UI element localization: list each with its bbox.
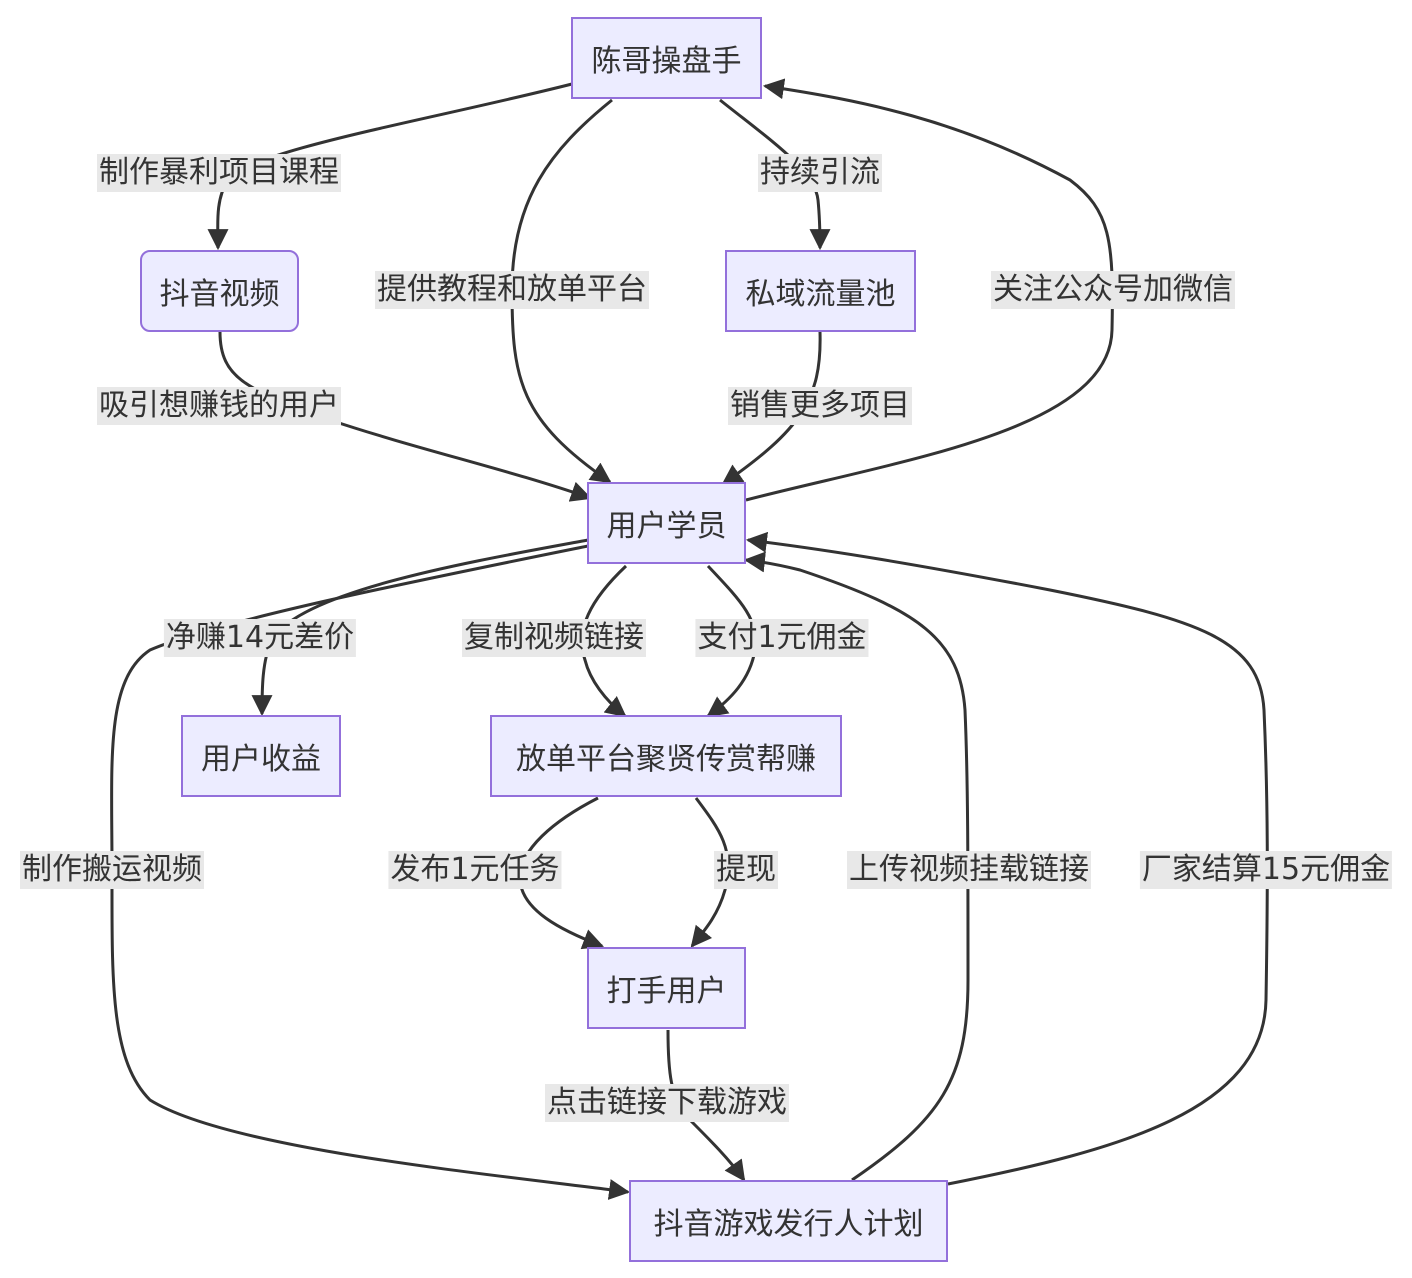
edge-label-publish-task: 发布1元任务	[388, 851, 562, 889]
edge-label-vendor-settle: 厂家结算15元佣金	[1139, 851, 1393, 889]
edge-label-net-profit: 净赚14元差价	[163, 619, 357, 657]
edge-withdraw	[690, 797, 730, 948]
node-chen: 陈哥操盘手	[571, 17, 762, 99]
edge-label-make-course: 制作暴利项目课程	[97, 154, 341, 192]
node-douyin-video-label: 抖音视频	[159, 277, 280, 312]
node-private-pool: 私域流量池	[725, 250, 916, 332]
edge-label-keep-traffic: 持续引流	[758, 154, 882, 192]
edge-label-click-download: 点击链接下载游戏	[545, 1084, 789, 1122]
node-chen-label: 陈哥操盘手	[591, 44, 742, 79]
node-worker-label: 打手用户	[606, 974, 727, 1009]
edge-vendor-settle	[745, 531, 1269, 1186]
edge-label-provide-tutorial: 提供教程和放单平台	[375, 271, 649, 309]
node-douyin-video: 抖音视频	[140, 250, 299, 332]
edge-label-copy-link: 复制视频链接	[462, 619, 646, 657]
edge-attract-users	[218, 331, 592, 502]
edge-label-attract-users: 吸引想赚钱的用户	[97, 387, 341, 425]
edge-upload-video	[743, 551, 970, 1182]
edge-label-follow-wechat: 关注公众号加微信	[991, 271, 1235, 309]
edge-copy-link	[580, 564, 628, 718]
edge-label-sell-more: 销售更多项目	[728, 387, 912, 425]
node-student: 用户学员	[587, 482, 746, 564]
node-platform: 放单平台聚贤传赏帮赚	[490, 715, 842, 797]
node-game-plan-label: 抖音游戏发行人计划	[653, 1207, 924, 1242]
edge-label-withdraw: 提现	[714, 851, 778, 889]
node-platform-label: 放单平台聚贤传赏帮赚	[516, 742, 816, 777]
edge-follow-wechat	[745, 78, 1114, 502]
edge-label-upload-video: 上传视频挂载链接	[847, 851, 1091, 889]
node-student-label: 用户学员	[606, 509, 727, 544]
node-user-income-label: 用户收益	[201, 742, 321, 777]
node-worker: 打手用户	[587, 947, 746, 1029]
edge-label-make-video: 制作搬运视频	[20, 851, 204, 889]
node-game-plan: 抖音游戏发行人计划	[629, 1180, 948, 1262]
edge-label-pay-commission: 支付1元佣金	[695, 619, 869, 657]
node-user-income: 用户收益	[181, 715, 341, 797]
edge-net-profit	[251, 538, 589, 717]
node-private-pool-label: 私域流量池	[745, 277, 896, 312]
